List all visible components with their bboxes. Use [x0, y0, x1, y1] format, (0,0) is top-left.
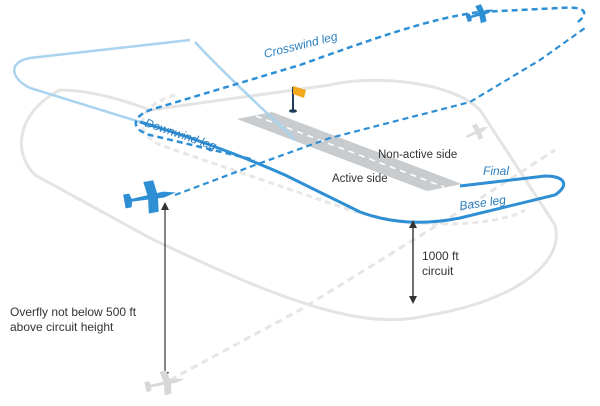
overfly-track-path — [174, 27, 586, 197]
windsock-icon — [289, 86, 306, 113]
circuit-shadow — [19, 78, 558, 322]
crosswind-leg-label: Crosswind leg — [262, 29, 339, 61]
aircraft-shadow-icon — [144, 370, 185, 396]
crosswind-leg-path — [134, 6, 586, 162]
overfly-shadow-track — [169, 148, 556, 382]
downwind-leg-label: Downwind leg — [143, 116, 219, 154]
aircraft-icon — [123, 180, 176, 214]
non-active-side-label: Non-active side — [378, 149, 457, 161]
crosswind-faded — [13, 38, 191, 124]
overfly-label-line2: above circuit height — [10, 320, 114, 334]
circuit-height-label-line1: 1000 ft — [422, 249, 459, 263]
overfly-label-line1: Overfly not below 500 ft — [10, 305, 137, 319]
circuit-height-arrow — [409, 220, 417, 304]
downwind-leg-path — [139, 120, 566, 224]
active-side-label: Active side — [332, 173, 388, 185]
overfly-height-arrow — [161, 202, 169, 380]
upwind-leg-faded — [194, 41, 296, 141]
runway — [237, 112, 462, 191]
circuit-height-label-line2: circuit — [422, 264, 454, 278]
aircraft-shadow-icon — [465, 123, 488, 141]
aircraft-icon — [465, 4, 494, 24]
base-leg-label: Base leg — [458, 193, 507, 213]
final-label: Final — [483, 164, 509, 178]
